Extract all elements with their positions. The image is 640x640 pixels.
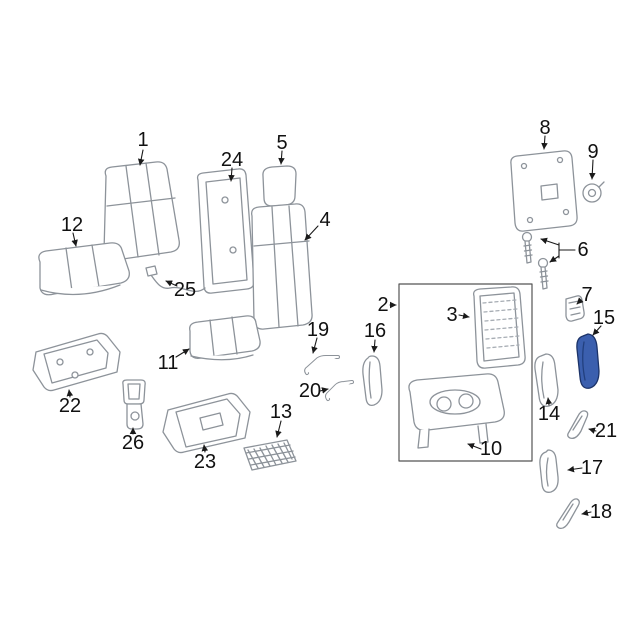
- part-1-seat-back: [103, 161, 180, 261]
- part-19-rod: [304, 355, 340, 375]
- part-2-assembly-box: [398, 283, 533, 462]
- callout-1[interactable]: 1: [137, 129, 149, 151]
- part-8-rear-panel: [510, 150, 578, 232]
- part-6-bolts: [521, 231, 549, 290]
- callout-8[interactable]: 8: [539, 117, 551, 139]
- callout-19[interactable]: 19: [306, 319, 330, 341]
- callout-2[interactable]: 2: [377, 294, 389, 316]
- part-10-seat-console: [408, 373, 505, 449]
- part-25-wire-harness: [145, 265, 206, 293]
- part-24-back-frame: [196, 168, 255, 294]
- callout-20[interactable]: 20: [298, 380, 322, 402]
- callout-13[interactable]: 13: [269, 401, 293, 423]
- callout-9[interactable]: 9: [587, 141, 599, 163]
- part-20-rod: [325, 380, 354, 401]
- part-4-seat-back: [251, 203, 313, 330]
- part-13-mesh-mat: [243, 439, 297, 471]
- callout-4[interactable]: 4: [319, 209, 331, 231]
- part-23-seat-pan: [162, 392, 251, 454]
- callout-10[interactable]: 10: [479, 438, 503, 460]
- leader-lines: [66, 135, 602, 516]
- part-15-highlighted-shield[interactable]: [576, 333, 600, 389]
- callout-18[interactable]: 18: [589, 501, 613, 523]
- callout-11[interactable]: 11: [157, 352, 179, 374]
- callout-22[interactable]: 22: [58, 395, 82, 417]
- callout-5[interactable]: 5: [276, 132, 288, 154]
- callout-15[interactable]: 15: [592, 307, 616, 329]
- callout-26[interactable]: 26: [121, 432, 145, 454]
- callout-7[interactable]: 7: [581, 284, 593, 306]
- callout-23[interactable]: 23: [193, 451, 217, 473]
- callout-12[interactable]: 12: [60, 214, 84, 236]
- callout-17[interactable]: 17: [580, 457, 604, 479]
- part-9-grommet: [582, 181, 605, 203]
- part-12-seat-cushion: [38, 242, 130, 296]
- part-11-seat-cushion: [189, 315, 261, 361]
- part-14-side-shield: [534, 353, 559, 407]
- callout-21[interactable]: 21: [594, 420, 618, 442]
- part-26-latch-handle: [122, 379, 146, 430]
- callout-16[interactable]: 16: [363, 320, 387, 342]
- part-18-bracket: [556, 498, 580, 530]
- part-22-base-frame: [32, 332, 121, 392]
- part-21-clip: [567, 410, 589, 439]
- callout-25[interactable]: 25: [173, 279, 197, 301]
- part-16-side-trim: [362, 355, 383, 406]
- callout-3[interactable]: 3: [446, 304, 458, 326]
- part-17-side-trim: [539, 449, 559, 493]
- part-3-fold-panel: [472, 286, 526, 369]
- callout-24[interactable]: 24: [220, 149, 244, 171]
- callout-6[interactable]: 6: [577, 239, 589, 261]
- callout-14[interactable]: 14: [537, 403, 561, 425]
